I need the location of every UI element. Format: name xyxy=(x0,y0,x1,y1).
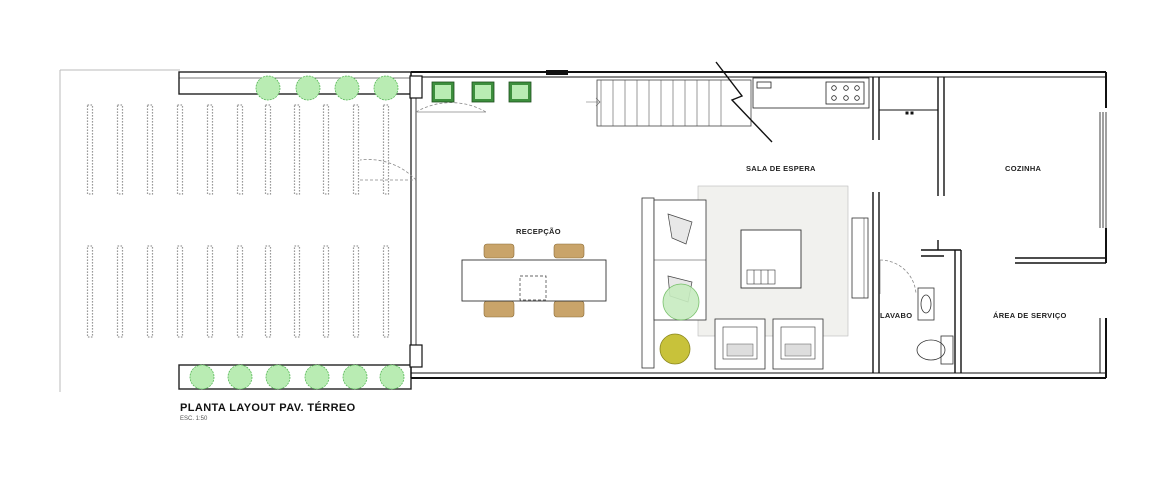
shrub-icon xyxy=(227,364,253,390)
potted-plant-icon xyxy=(662,283,700,321)
planter-box-soil xyxy=(435,85,451,99)
paver-strip xyxy=(206,245,214,338)
paver-strip xyxy=(322,245,330,338)
drawing-caption: PLANTA LAYOUT PAV. TÉRREO ESC. 1:50 xyxy=(180,402,356,422)
room-label-lavabo: LAVABO xyxy=(880,311,912,320)
paver-strip xyxy=(146,245,154,338)
paver-strip xyxy=(352,245,360,338)
paver-strip xyxy=(86,104,94,195)
paver-strip xyxy=(146,104,154,195)
top-shrubs xyxy=(255,75,399,101)
waiting-lounge xyxy=(641,185,869,370)
shrub-icon xyxy=(295,75,321,101)
paver-strip xyxy=(293,245,301,338)
paver-strip xyxy=(293,104,301,195)
room-label-cozinha: COZINHA xyxy=(1005,164,1042,173)
paver-strips xyxy=(86,104,390,338)
drawing-scale: ESC. 1:50 xyxy=(180,416,208,422)
shrub-icon xyxy=(373,75,399,101)
bottom-planter xyxy=(178,364,412,390)
staircase xyxy=(586,61,773,143)
planter-box-soil xyxy=(512,85,528,99)
shrub-icon xyxy=(265,364,291,390)
shrub-icon xyxy=(255,75,281,101)
paver-strip xyxy=(264,245,272,338)
entrance-door xyxy=(359,102,487,181)
parking-area xyxy=(59,69,390,392)
room-label-recepcao: RECEPÇÃO xyxy=(516,227,561,236)
paver-strip xyxy=(176,245,184,338)
paver-strip xyxy=(322,104,330,195)
paver-strip xyxy=(352,104,360,195)
paver-strip xyxy=(382,245,390,338)
planter-box-soil xyxy=(475,85,491,99)
room-label-area-servico: ÁREA DE SERVIÇO xyxy=(993,311,1067,320)
bottom-shrubs xyxy=(189,364,405,390)
armchair xyxy=(772,318,824,370)
shrub-icon xyxy=(342,364,368,390)
drawing-title: PLANTA LAYOUT PAV. TÉRREO xyxy=(180,402,356,414)
armchair xyxy=(714,318,766,370)
kitchenette xyxy=(752,77,870,109)
paver-strip xyxy=(236,245,244,338)
paver-strip xyxy=(116,104,124,195)
floor-pot-icon xyxy=(659,333,691,365)
walls xyxy=(409,70,1107,379)
shrub-icon xyxy=(334,75,360,101)
paver-strip xyxy=(382,104,390,195)
shrub-icon xyxy=(304,364,330,390)
paver-strip xyxy=(116,245,124,338)
shrub-icon xyxy=(189,364,215,390)
room-label-sala-espera: SALA DE ESPERA xyxy=(746,164,816,173)
top-planter xyxy=(178,71,412,101)
lavabo-fixtures xyxy=(879,259,954,365)
paver-strip xyxy=(264,104,272,195)
paver-strip xyxy=(86,245,94,338)
paver-strip xyxy=(236,104,244,195)
paver-strip xyxy=(206,104,214,195)
shrub-icon xyxy=(379,364,405,390)
reception-desk xyxy=(461,243,607,318)
interior-planters xyxy=(431,81,532,103)
paver-strip xyxy=(176,104,184,195)
